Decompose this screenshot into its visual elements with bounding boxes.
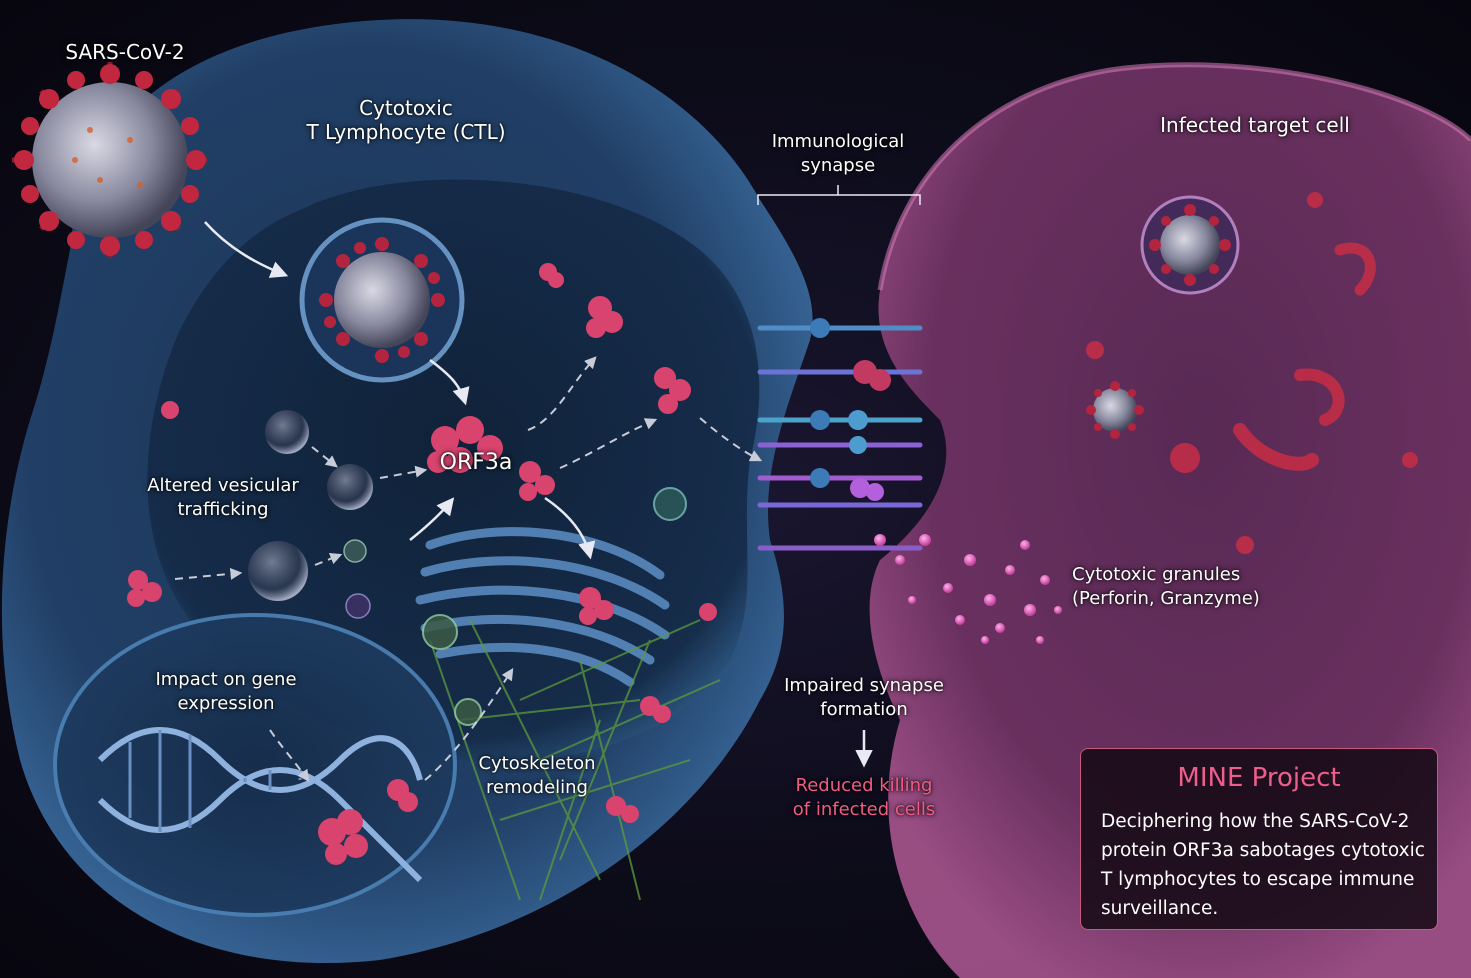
panel-description: Deciphering how the SARS-CoV-2 protein O… <box>1101 807 1431 923</box>
synapse-receptors <box>757 318 923 551</box>
virus-label: SARS-CoV-2 <box>65 40 185 64</box>
panel-line: surveillance. <box>1101 898 1219 919</box>
cytotoxic-granules-label: Cytotoxic granules(Perforin, Granzyme) <box>1072 564 1260 609</box>
sars-cov-2-virion <box>12 62 208 258</box>
target-virus <box>1149 204 1231 286</box>
target-cell-label: Infected target cell <box>1160 113 1350 137</box>
nucleus <box>53 613 457 917</box>
pathway-arrows-dashed <box>174 356 763 782</box>
panel-line: T lymphocytes to escape immune <box>1101 869 1415 890</box>
cytotoxic-granules <box>874 534 1062 644</box>
target-protein-clusters <box>1086 192 1418 554</box>
cytoskeleton-fibers <box>429 619 721 901</box>
orf3a-protein-clusters <box>127 263 717 865</box>
orf3a-label: ORF3a <box>439 450 513 475</box>
project-info-panel: MINE Project Deciphering how the SARS-Co… <box>1080 748 1438 930</box>
vesicles <box>248 410 687 726</box>
pathway-arrows-solid <box>204 221 873 768</box>
panel-line: Deciphering how the SARS-CoV-2 <box>1101 811 1410 832</box>
panel-line: protein ORF3a sabotages cytotoxic <box>1101 840 1425 861</box>
target-virus-small <box>1086 381 1144 439</box>
synapse-bracket <box>757 185 921 205</box>
endosome-virus <box>319 237 445 363</box>
target-cell-edge <box>877 62 1471 291</box>
panel-title: MINE Project <box>1177 763 1341 793</box>
dna-helix <box>97 727 423 883</box>
